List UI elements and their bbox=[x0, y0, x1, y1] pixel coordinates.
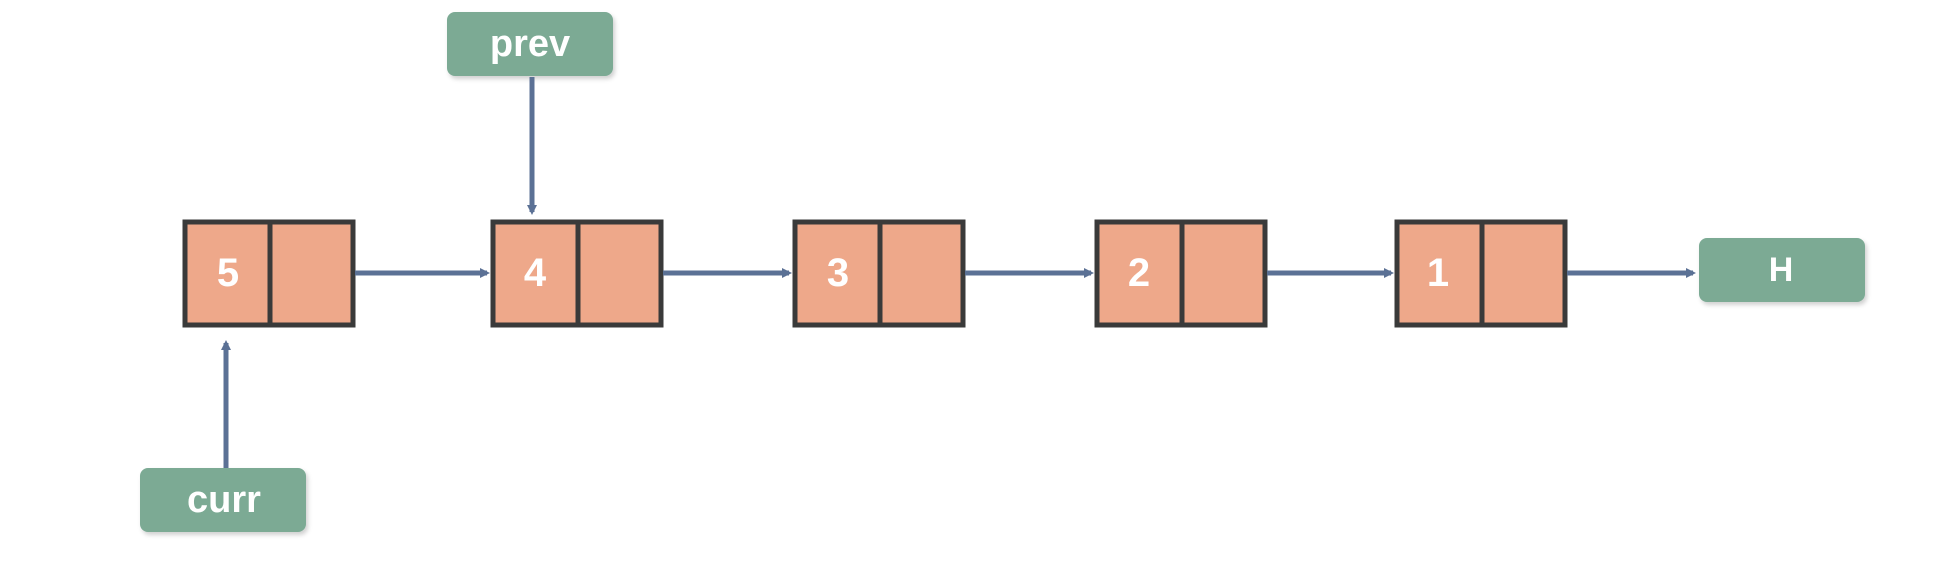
node-value: 1 bbox=[1427, 251, 1449, 295]
prev-tag bbox=[447, 12, 613, 76]
head-node: H bbox=[1699, 238, 1865, 302]
node-next-cell bbox=[1179, 219, 1268, 328]
node-value: 5 bbox=[217, 251, 239, 295]
node-value-cell bbox=[792, 219, 883, 328]
node-value: 4 bbox=[524, 251, 547, 295]
node-next-cell bbox=[575, 219, 664, 328]
node-value-cell bbox=[182, 219, 273, 328]
list-node-4: 4 bbox=[490, 219, 664, 328]
head-tag bbox=[1699, 238, 1865, 302]
head-label: H bbox=[1769, 251, 1794, 289]
list-node-3: 3 bbox=[792, 219, 966, 328]
node-value: 3 bbox=[827, 251, 849, 295]
prev-label: prev bbox=[490, 23, 570, 65]
node-next-cell bbox=[267, 219, 356, 328]
node-value: 2 bbox=[1128, 251, 1150, 295]
curr-label: curr bbox=[187, 479, 261, 521]
node-value-cell bbox=[1394, 219, 1485, 328]
node-next-cell bbox=[1479, 219, 1568, 328]
list-node-2: 2 bbox=[1094, 219, 1268, 328]
node-value-cell bbox=[490, 219, 581, 328]
prev-pointer: prev bbox=[447, 12, 613, 215]
list-node-5: 5 bbox=[182, 219, 356, 328]
list-node-1: 1 bbox=[1394, 219, 1568, 328]
node-next-cell bbox=[877, 219, 966, 328]
curr-pointer: curr bbox=[140, 340, 306, 532]
curr-tag bbox=[140, 468, 306, 532]
